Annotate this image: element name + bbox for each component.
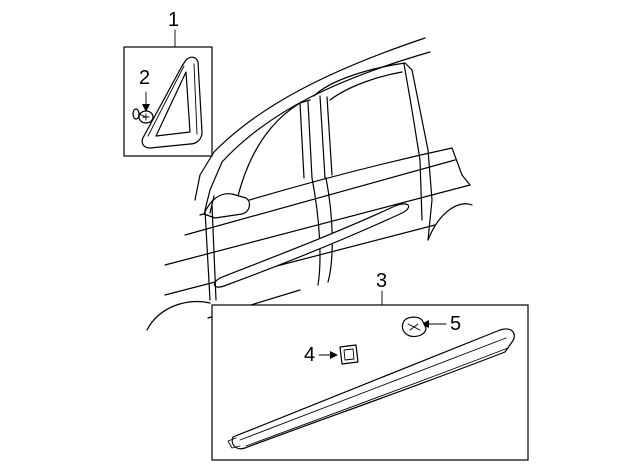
rocker-molding-part: [227, 328, 515, 450]
callout-1: 1: [168, 9, 180, 31]
callout-3: 3: [376, 270, 388, 292]
window-applique-part: [141, 56, 203, 149]
vehicle-outline: [146, 37, 473, 331]
fastener-part-5: [401, 316, 447, 338]
callout-2: 2: [139, 67, 151, 89]
callout-4: 4: [304, 344, 316, 366]
callout-5: 5: [450, 313, 462, 335]
screw-part: [132, 91, 154, 124]
clip-part-4: [318, 344, 359, 365]
